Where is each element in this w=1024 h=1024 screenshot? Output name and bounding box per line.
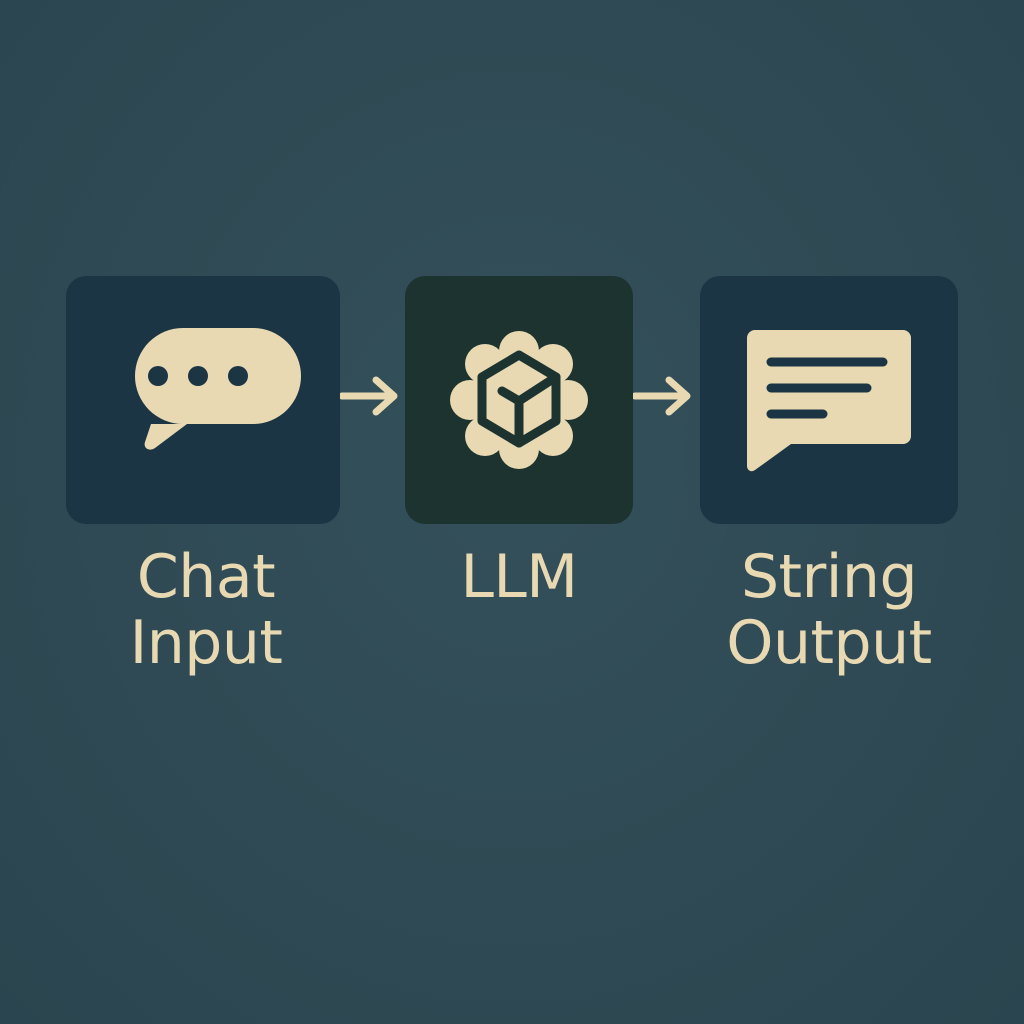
string-output-label-line-2: Output (726, 608, 932, 678)
llm-brain-icon (450, 331, 588, 469)
chat-input-label: Chat Input (66, 544, 346, 676)
string-output-node (700, 276, 958, 524)
message-lines-icon (747, 330, 911, 472)
string-output-label-line-1: String (740, 542, 918, 612)
chat-input-node (66, 276, 340, 524)
llm-label-line-1: LLM (460, 542, 578, 612)
chat-input-label-line-1: Chat (136, 542, 276, 612)
llm-label: LLM (405, 544, 633, 610)
arrow-right-icon (633, 376, 691, 416)
chat-bubble-icon (135, 328, 301, 450)
llm-node (405, 276, 633, 524)
arrow-right-icon (340, 376, 398, 416)
chat-input-label-line-2: Input (129, 608, 283, 678)
string-output-label: String Output (700, 544, 958, 676)
